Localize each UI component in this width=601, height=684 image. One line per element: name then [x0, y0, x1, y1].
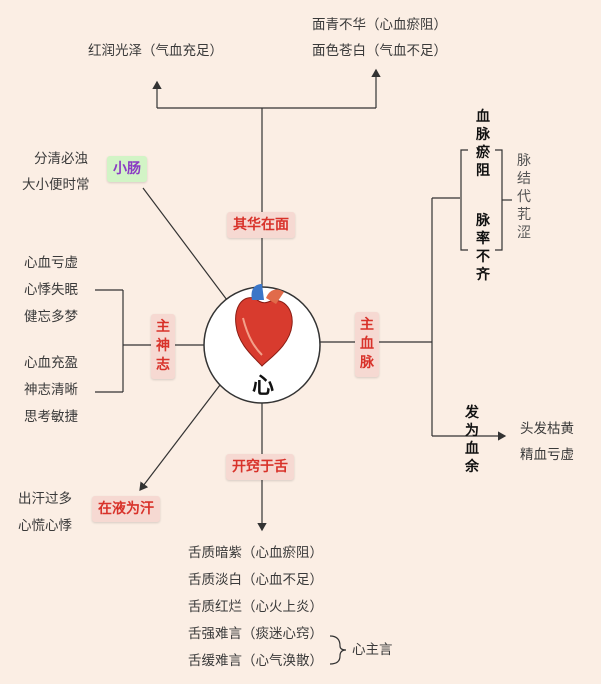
left-group2-2: 神志清晰 [24, 382, 78, 398]
right-lower-bold: 发为血余 [465, 405, 479, 475]
tag-lower-left: 在液为汗 [92, 496, 160, 522]
tag-left: 主神志 [151, 314, 175, 379]
right-lower-2: 精血亏虚 [520, 447, 574, 463]
left-group2-3: 思考敏捷 [24, 409, 78, 425]
right-lower-1: 头发枯黄 [520, 421, 574, 437]
bottom-item-5: 舌缓难言（心气涣散） [188, 653, 323, 669]
tag-bottom: 开窍于舌 [226, 454, 294, 480]
bottom-item-3: 舌质红烂（心火上炎） [188, 599, 323, 615]
right-bold-1: 血脉瘀阻 [476, 109, 490, 179]
top-left-text: 红润光泽（气血充足） [88, 43, 223, 59]
lower-left-text-1: 出汗过多 [18, 491, 72, 507]
tag-right: 主血脉 [355, 312, 379, 377]
left-group1-1: 心血亏虚 [24, 255, 78, 271]
upper-left-text-1: 分清必浊 [34, 151, 88, 167]
lower-left-text-2: 心慌心悸 [18, 518, 72, 534]
tag-top: 其华在面 [227, 212, 295, 238]
right-bold-2: 脉率不齐 [476, 213, 490, 283]
left-group1-3: 健忘多梦 [24, 309, 78, 325]
bottom-item-1: 舌质暗紫（心血瘀阻） [188, 545, 323, 561]
bottom-item-4: 舌强难言（痰迷心窍） [188, 626, 323, 642]
right-pulse: 脉结代芤涩 [517, 153, 531, 241]
left-group2-1: 心血充盈 [24, 355, 78, 371]
center-label: 心 [252, 374, 275, 399]
top-right-text-2: 面色苍白（气血不足） [312, 43, 447, 59]
heart-icon [235, 284, 293, 367]
tag-small-intestine: 小肠 [107, 156, 147, 182]
bottom-brace-label: 心主言 [352, 642, 393, 658]
bottom-item-2: 舌质淡白（心血不足） [188, 572, 323, 588]
left-group1-2: 心悸失眠 [24, 282, 78, 298]
upper-left-text-2: 大小便时常 [22, 177, 90, 193]
top-right-text-1: 面青不华（心血瘀阻） [312, 17, 447, 33]
